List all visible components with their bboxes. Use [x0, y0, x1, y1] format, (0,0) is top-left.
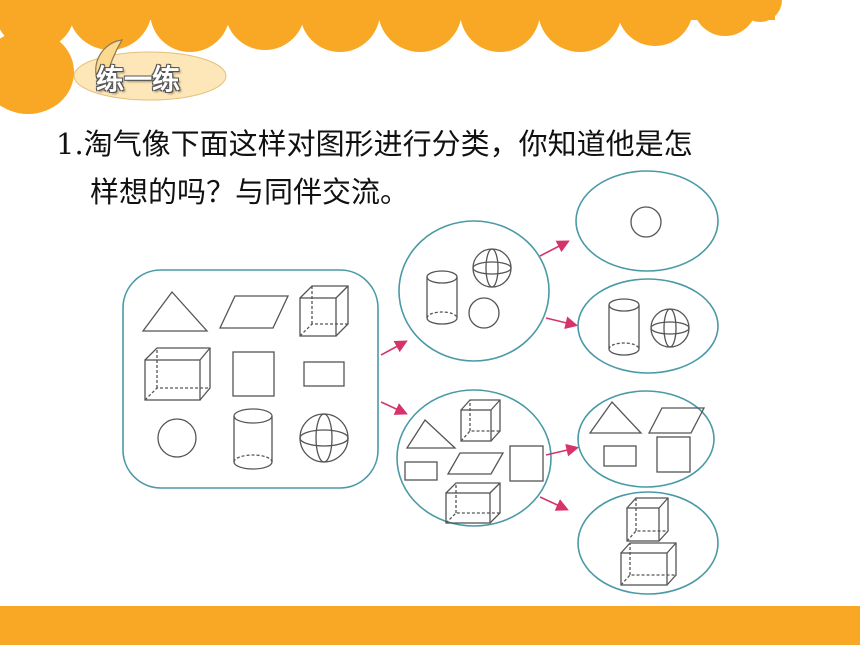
- triangle-icon: [588, 400, 643, 434]
- cube-icon: [626, 497, 669, 542]
- bottom-bar: [0, 606, 860, 645]
- cuboid-icon: [144, 347, 211, 401]
- question-number: 1.: [56, 127, 84, 161]
- parallelogram-icon: [446, 452, 505, 475]
- sphere-icon: [650, 308, 690, 348]
- arrow-to-solid-straight: [539, 496, 569, 511]
- cylinder-icon: [233, 408, 273, 470]
- group-solid-straight: [577, 491, 719, 595]
- sphere-icon: [472, 248, 512, 288]
- rectangle-icon: [603, 445, 637, 467]
- cube-icon: [299, 285, 349, 337]
- group-curved-shapes: [398, 220, 550, 362]
- triangle-icon: [141, 290, 209, 332]
- top-cloud-decoration: [0, 0, 782, 114]
- circle-icon: [157, 418, 197, 458]
- square-icon: [656, 436, 691, 473]
- triangle-icon: [405, 418, 457, 449]
- arrow-to-curved: [380, 340, 408, 356]
- group-all-shapes: [122, 269, 379, 489]
- section-badge: [73, 39, 227, 101]
- square-icon: [509, 445, 544, 482]
- arrow-to-straight: [380, 401, 408, 415]
- cuboid-icon: [445, 482, 501, 524]
- circle-icon: [468, 297, 500, 329]
- group-flat-straight: [577, 390, 715, 488]
- question-text: 1.淘气像下面这样对图形进行分类，你知道他是怎 样想的吗？与同伴交流。: [56, 120, 816, 216]
- arrow-to-solid-curved: [545, 316, 579, 329]
- arrow-to-flat-straight: [545, 443, 580, 457]
- parallelogram-icon: [218, 295, 290, 329]
- group-solid-curved: [577, 278, 719, 374]
- cylinder-icon: [426, 270, 458, 325]
- sphere-icon: [299, 413, 349, 463]
- arrow-to-flat-curved: [539, 240, 570, 257]
- cube-icon: [460, 399, 501, 442]
- question-line-1: 1.淘气像下面这样对图形进行分类，你知道他是怎: [56, 120, 816, 168]
- square-icon: [232, 351, 275, 397]
- cuboid-icon: [620, 542, 677, 586]
- parallelogram-icon: [647, 407, 706, 434]
- section-title: 练一练: [96, 63, 181, 96]
- question-line-2: 样想的吗？与同伴交流。: [90, 175, 410, 209]
- group-flat-curved: [575, 170, 719, 272]
- rectangle-icon: [404, 461, 438, 481]
- rectangle-icon: [303, 361, 345, 387]
- cylinder-icon: [608, 298, 640, 356]
- group-straight-edged-shapes: [396, 389, 552, 527]
- circle-icon: [630, 206, 662, 238]
- question-line-1-text: 淘气像下面这样对图形进行分类，你知道他是怎: [83, 127, 693, 161]
